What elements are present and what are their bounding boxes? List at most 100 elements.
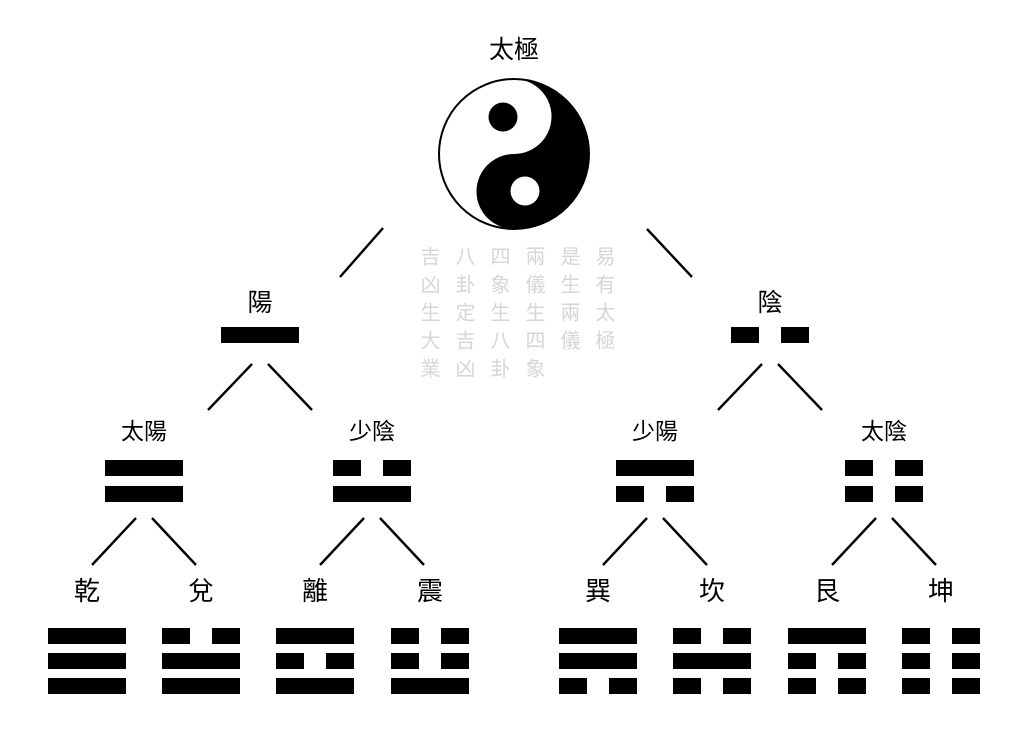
yin-line-segment xyxy=(162,628,190,644)
kun-trigram xyxy=(902,628,980,694)
yin-line-segment xyxy=(895,460,923,476)
yang-line xyxy=(162,678,240,694)
shaoyin-label: 少陰 xyxy=(349,418,395,444)
yijing-quote: 易有太極 是生兩儀 兩儀生四象 四象生八卦 八卦定吉凶 吉凶生大業 xyxy=(408,246,620,398)
yin-line-segment xyxy=(838,678,866,694)
taiji-black-dot xyxy=(488,102,518,132)
connector-line xyxy=(151,517,197,566)
yang-symbol xyxy=(221,327,299,343)
connector-line xyxy=(602,517,648,566)
yang-line xyxy=(276,678,354,694)
yang-line xyxy=(221,327,299,343)
yang-line xyxy=(48,628,126,644)
yin-line-segment xyxy=(666,486,694,502)
yin-line-segment xyxy=(609,678,637,694)
yin-line-segment xyxy=(845,486,873,502)
taiji-white-dot xyxy=(510,176,540,206)
connector-line xyxy=(379,517,425,566)
connector-line xyxy=(207,363,253,411)
quote-column: 八卦定吉凶 xyxy=(452,246,474,386)
yang-line xyxy=(105,460,183,476)
yin-line-segment xyxy=(441,628,469,644)
kan-label: 坎 xyxy=(698,576,726,606)
yang-line xyxy=(48,678,126,694)
yin-line-segment xyxy=(731,327,759,343)
yin-line-segment xyxy=(952,628,980,644)
yin-line-segment xyxy=(902,653,930,669)
shaoyang-label: 少陽 xyxy=(632,418,678,444)
yang-line xyxy=(788,628,866,644)
quote-column: 吉凶生大業 xyxy=(417,246,439,386)
qian-trigram xyxy=(48,628,126,694)
yin-line-segment xyxy=(952,678,980,694)
yin-line xyxy=(731,327,809,343)
connector-line xyxy=(339,227,384,278)
zhen-trigram xyxy=(391,628,469,694)
yin-line-segment xyxy=(788,653,816,669)
yin-line-segment xyxy=(673,678,701,694)
yin-line xyxy=(845,460,923,476)
yin-label: 陰 xyxy=(757,289,783,317)
connector-line xyxy=(646,228,693,278)
yin-line xyxy=(673,678,751,694)
quote-column: 是生兩儀 xyxy=(557,246,579,358)
yin-line xyxy=(559,678,637,694)
kun-label: 坤 xyxy=(927,576,955,606)
yin-line-segment xyxy=(212,628,240,644)
yang-line xyxy=(559,653,637,669)
taiji-black-half xyxy=(476,79,589,229)
yang-line xyxy=(276,628,354,644)
connector-line xyxy=(267,363,313,411)
yang-line xyxy=(105,486,183,502)
connector-line xyxy=(717,363,763,411)
yin-line xyxy=(902,628,980,644)
yin-yang-icon xyxy=(438,78,590,230)
yin-line xyxy=(391,628,469,644)
yin-line-segment xyxy=(845,460,873,476)
yin-line-segment xyxy=(559,678,587,694)
yin-line-segment xyxy=(781,327,809,343)
yin-line-segment xyxy=(902,678,930,694)
yang-line xyxy=(48,653,126,669)
yin-line-segment xyxy=(895,486,923,502)
taiyin-symbol xyxy=(845,460,923,502)
yang-line xyxy=(559,628,637,644)
qian-label: 乾 xyxy=(73,576,101,606)
connector-line xyxy=(662,517,708,566)
dui-label: 兌 xyxy=(187,576,215,606)
yang-line xyxy=(673,653,751,669)
yin-symbol xyxy=(731,327,809,343)
connector-line xyxy=(777,363,823,411)
yin-line-segment xyxy=(326,653,354,669)
yin-line xyxy=(162,628,240,644)
yin-line-segment xyxy=(902,628,930,644)
quote-column: 兩儀生四象 xyxy=(522,246,544,386)
yin-line-segment xyxy=(673,628,701,644)
gen-label: 艮 xyxy=(813,576,841,606)
yin-line-segment xyxy=(441,653,469,669)
connector-line xyxy=(319,517,365,566)
quote-column: 易有太極 xyxy=(592,246,614,358)
kan-trigram xyxy=(673,628,751,694)
taiji-label: 太極 xyxy=(488,36,540,64)
zhen-label: 震 xyxy=(416,576,444,606)
yin-line xyxy=(788,678,866,694)
yin-line xyxy=(616,486,694,502)
taiyin-label: 太陰 xyxy=(861,418,907,444)
yin-line-segment xyxy=(383,460,411,476)
yin-line xyxy=(673,628,751,644)
yin-line xyxy=(902,678,980,694)
yin-line-segment xyxy=(723,678,751,694)
yang-line xyxy=(333,486,411,502)
connector-line xyxy=(831,517,877,566)
dui-trigram xyxy=(162,628,240,694)
yin-line-segment xyxy=(391,653,419,669)
yang-label: 陽 xyxy=(247,289,273,317)
yang-line xyxy=(391,678,469,694)
taiyang-label: 太陽 xyxy=(121,418,167,444)
yin-line xyxy=(391,653,469,669)
yin-line-segment xyxy=(723,628,751,644)
yin-line-segment xyxy=(333,460,361,476)
yin-line-segment xyxy=(276,653,304,669)
